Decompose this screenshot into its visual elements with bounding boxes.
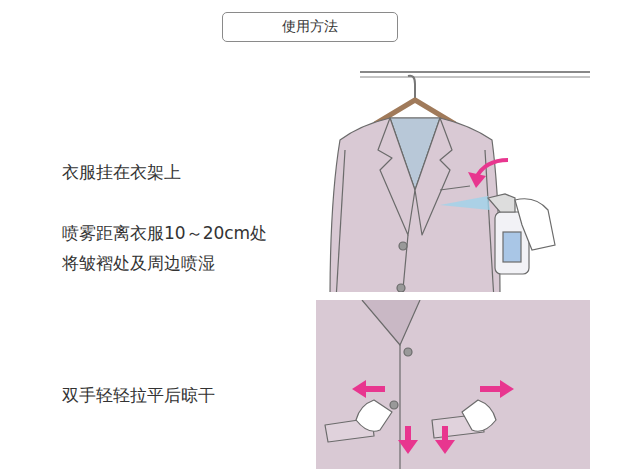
instruction-text: 喷雾距离衣服10～20cm处将皱褶处及周边喷湿: [62, 218, 284, 278]
instruction-text: 衣服挂在衣架上: [62, 157, 292, 187]
title-text: 使用方法: [282, 18, 338, 36]
title-box: 使用方法: [222, 12, 398, 42]
instruction-text: 双手轻轻拉平后晾干: [62, 380, 292, 410]
